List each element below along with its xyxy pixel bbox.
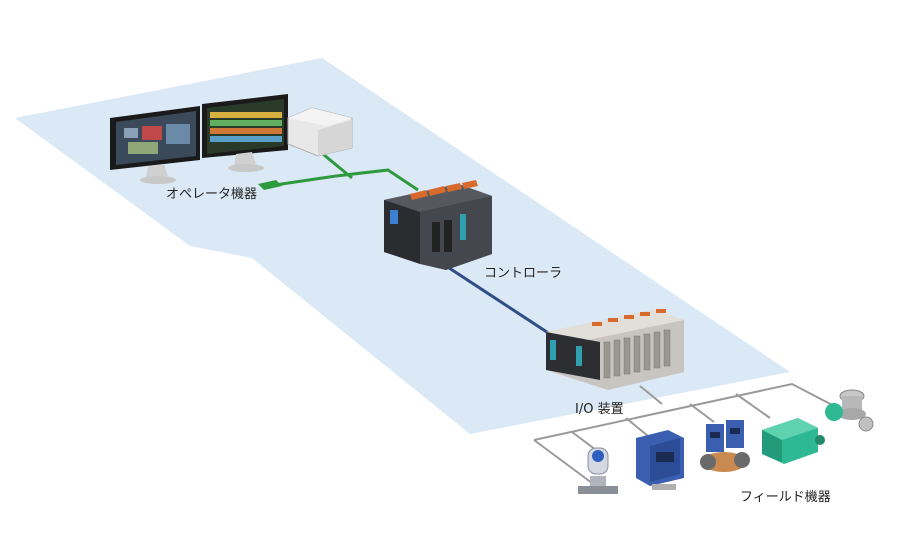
operator-equipment-label: オペレータ機器 <box>166 187 258 202</box>
io-bus-cable <box>439 260 557 340</box>
operator-monitor-right <box>202 94 288 172</box>
network-hub <box>258 180 282 190</box>
pressure-transmitter <box>578 447 618 494</box>
operator-monitor-left <box>110 106 200 184</box>
flow-meter <box>700 420 750 472</box>
io-device <box>546 309 684 390</box>
electric-motor <box>762 418 825 464</box>
operator-pc <box>287 107 353 157</box>
controller-unit <box>384 180 492 270</box>
valve-actuator <box>825 389 874 432</box>
io-device-label: I/O 装置 <box>575 402 624 417</box>
field-wiring <box>533 382 839 487</box>
analyzer-box <box>636 430 684 490</box>
controller-label: コントローラ <box>484 266 563 281</box>
field-devices-label: フィールド機器 <box>740 490 831 505</box>
